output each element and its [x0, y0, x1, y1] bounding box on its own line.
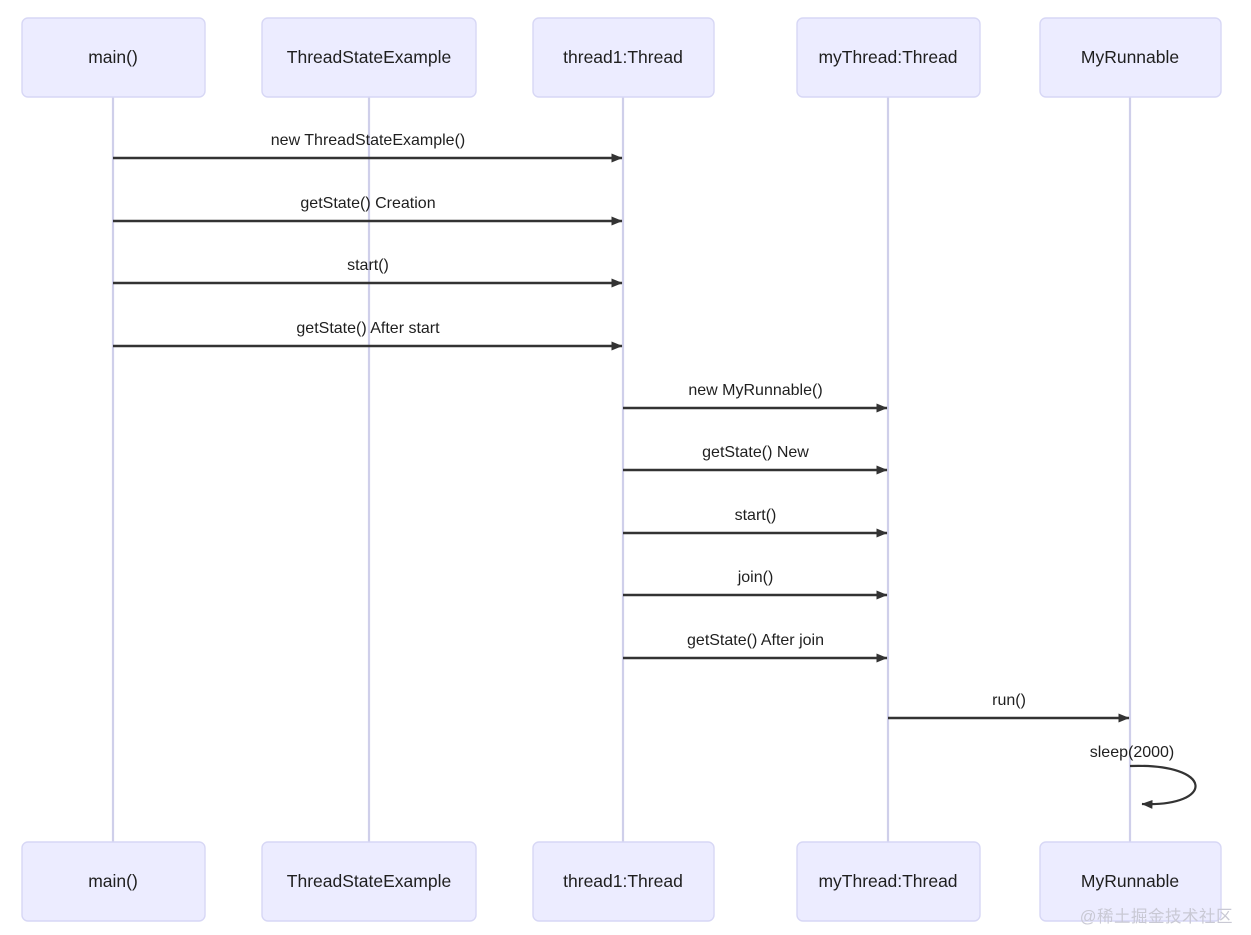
participant-box — [261, 17, 477, 98]
participant-label: ThreadStateExample — [287, 47, 451, 67]
message-label: getState() New — [702, 444, 809, 461]
participant-box — [21, 17, 206, 98]
message-9: run() — [888, 692, 1130, 723]
message-4: new MyRunnable() — [623, 382, 888, 413]
participant-box — [1039, 841, 1222, 922]
participant-box — [796, 841, 981, 922]
participant-label: MyRunnable — [1081, 871, 1179, 891]
message-2: start() — [113, 257, 623, 288]
message-label: new ThreadStateExample() — [271, 132, 465, 149]
participant-label: main() — [88, 47, 138, 67]
participant-main-bottom[interactable]: main() — [21, 841, 206, 922]
message-8: getState() After join — [623, 632, 888, 663]
participant-label: myThread:Thread — [818, 871, 957, 891]
participant-tse-bottom[interactable]: ThreadStateExample — [261, 841, 477, 922]
participant-tse-top[interactable]: ThreadStateExample — [261, 17, 477, 98]
message-5: getState() New — [623, 444, 888, 475]
participant-box — [532, 17, 715, 98]
message-label: start() — [735, 507, 777, 524]
participant-label: myThread:Thread — [818, 47, 957, 67]
self-message-0: sleep(2000) — [1090, 744, 1197, 809]
message-3: getState() After start — [113, 320, 623, 351]
participant-runnable-top[interactable]: MyRunnable — [1039, 17, 1222, 98]
participant-main-top[interactable]: main() — [21, 17, 206, 98]
participant-mythread-bottom[interactable]: myThread:Thread — [796, 841, 981, 922]
participant-thread1-bottom[interactable]: thread1:Thread — [532, 841, 715, 922]
messages-layer: new ThreadStateExample() getState() Creat… — [113, 132, 1197, 809]
participant-box — [21, 841, 206, 922]
participant-label: ThreadStateExample — [287, 871, 451, 891]
message-label: join() — [737, 569, 774, 586]
self-message-arc — [1129, 764, 1197, 809]
participant-label: thread1:Thread — [563, 871, 683, 891]
participant-thread1-top[interactable]: thread1:Thread — [532, 17, 715, 98]
message-label: start() — [347, 257, 389, 274]
participant-box — [796, 17, 981, 98]
message-0: new ThreadStateExample() — [113, 132, 623, 163]
actors-layer: main()main()ThreadStateExampleThreadStat… — [21, 17, 1222, 922]
participant-box — [532, 841, 715, 922]
participant-mythread-top[interactable]: myThread:Thread — [796, 17, 981, 98]
message-1: getState() Creation — [113, 195, 623, 226]
participant-box — [1039, 17, 1222, 98]
message-label: getState() After join — [687, 632, 824, 649]
message-label: getState() Creation — [300, 195, 435, 212]
watermark-label: @稀土掘金技术社区 — [1079, 908, 1233, 926]
participant-label: thread1:Thread — [563, 47, 683, 67]
participant-runnable-bottom[interactable]: MyRunnable — [1039, 841, 1222, 922]
message-label: run() — [992, 692, 1026, 709]
message-6: start() — [623, 507, 888, 538]
lifelines-layer — [111, 97, 1132, 842]
self-message-label: sleep(2000) — [1090, 744, 1175, 761]
participant-label: MyRunnable — [1081, 47, 1179, 67]
message-label: getState() After start — [296, 320, 440, 337]
participant-label: main() — [88, 871, 138, 891]
message-label: new MyRunnable() — [688, 382, 822, 399]
participant-box — [261, 841, 477, 922]
message-7: join() — [623, 569, 888, 600]
